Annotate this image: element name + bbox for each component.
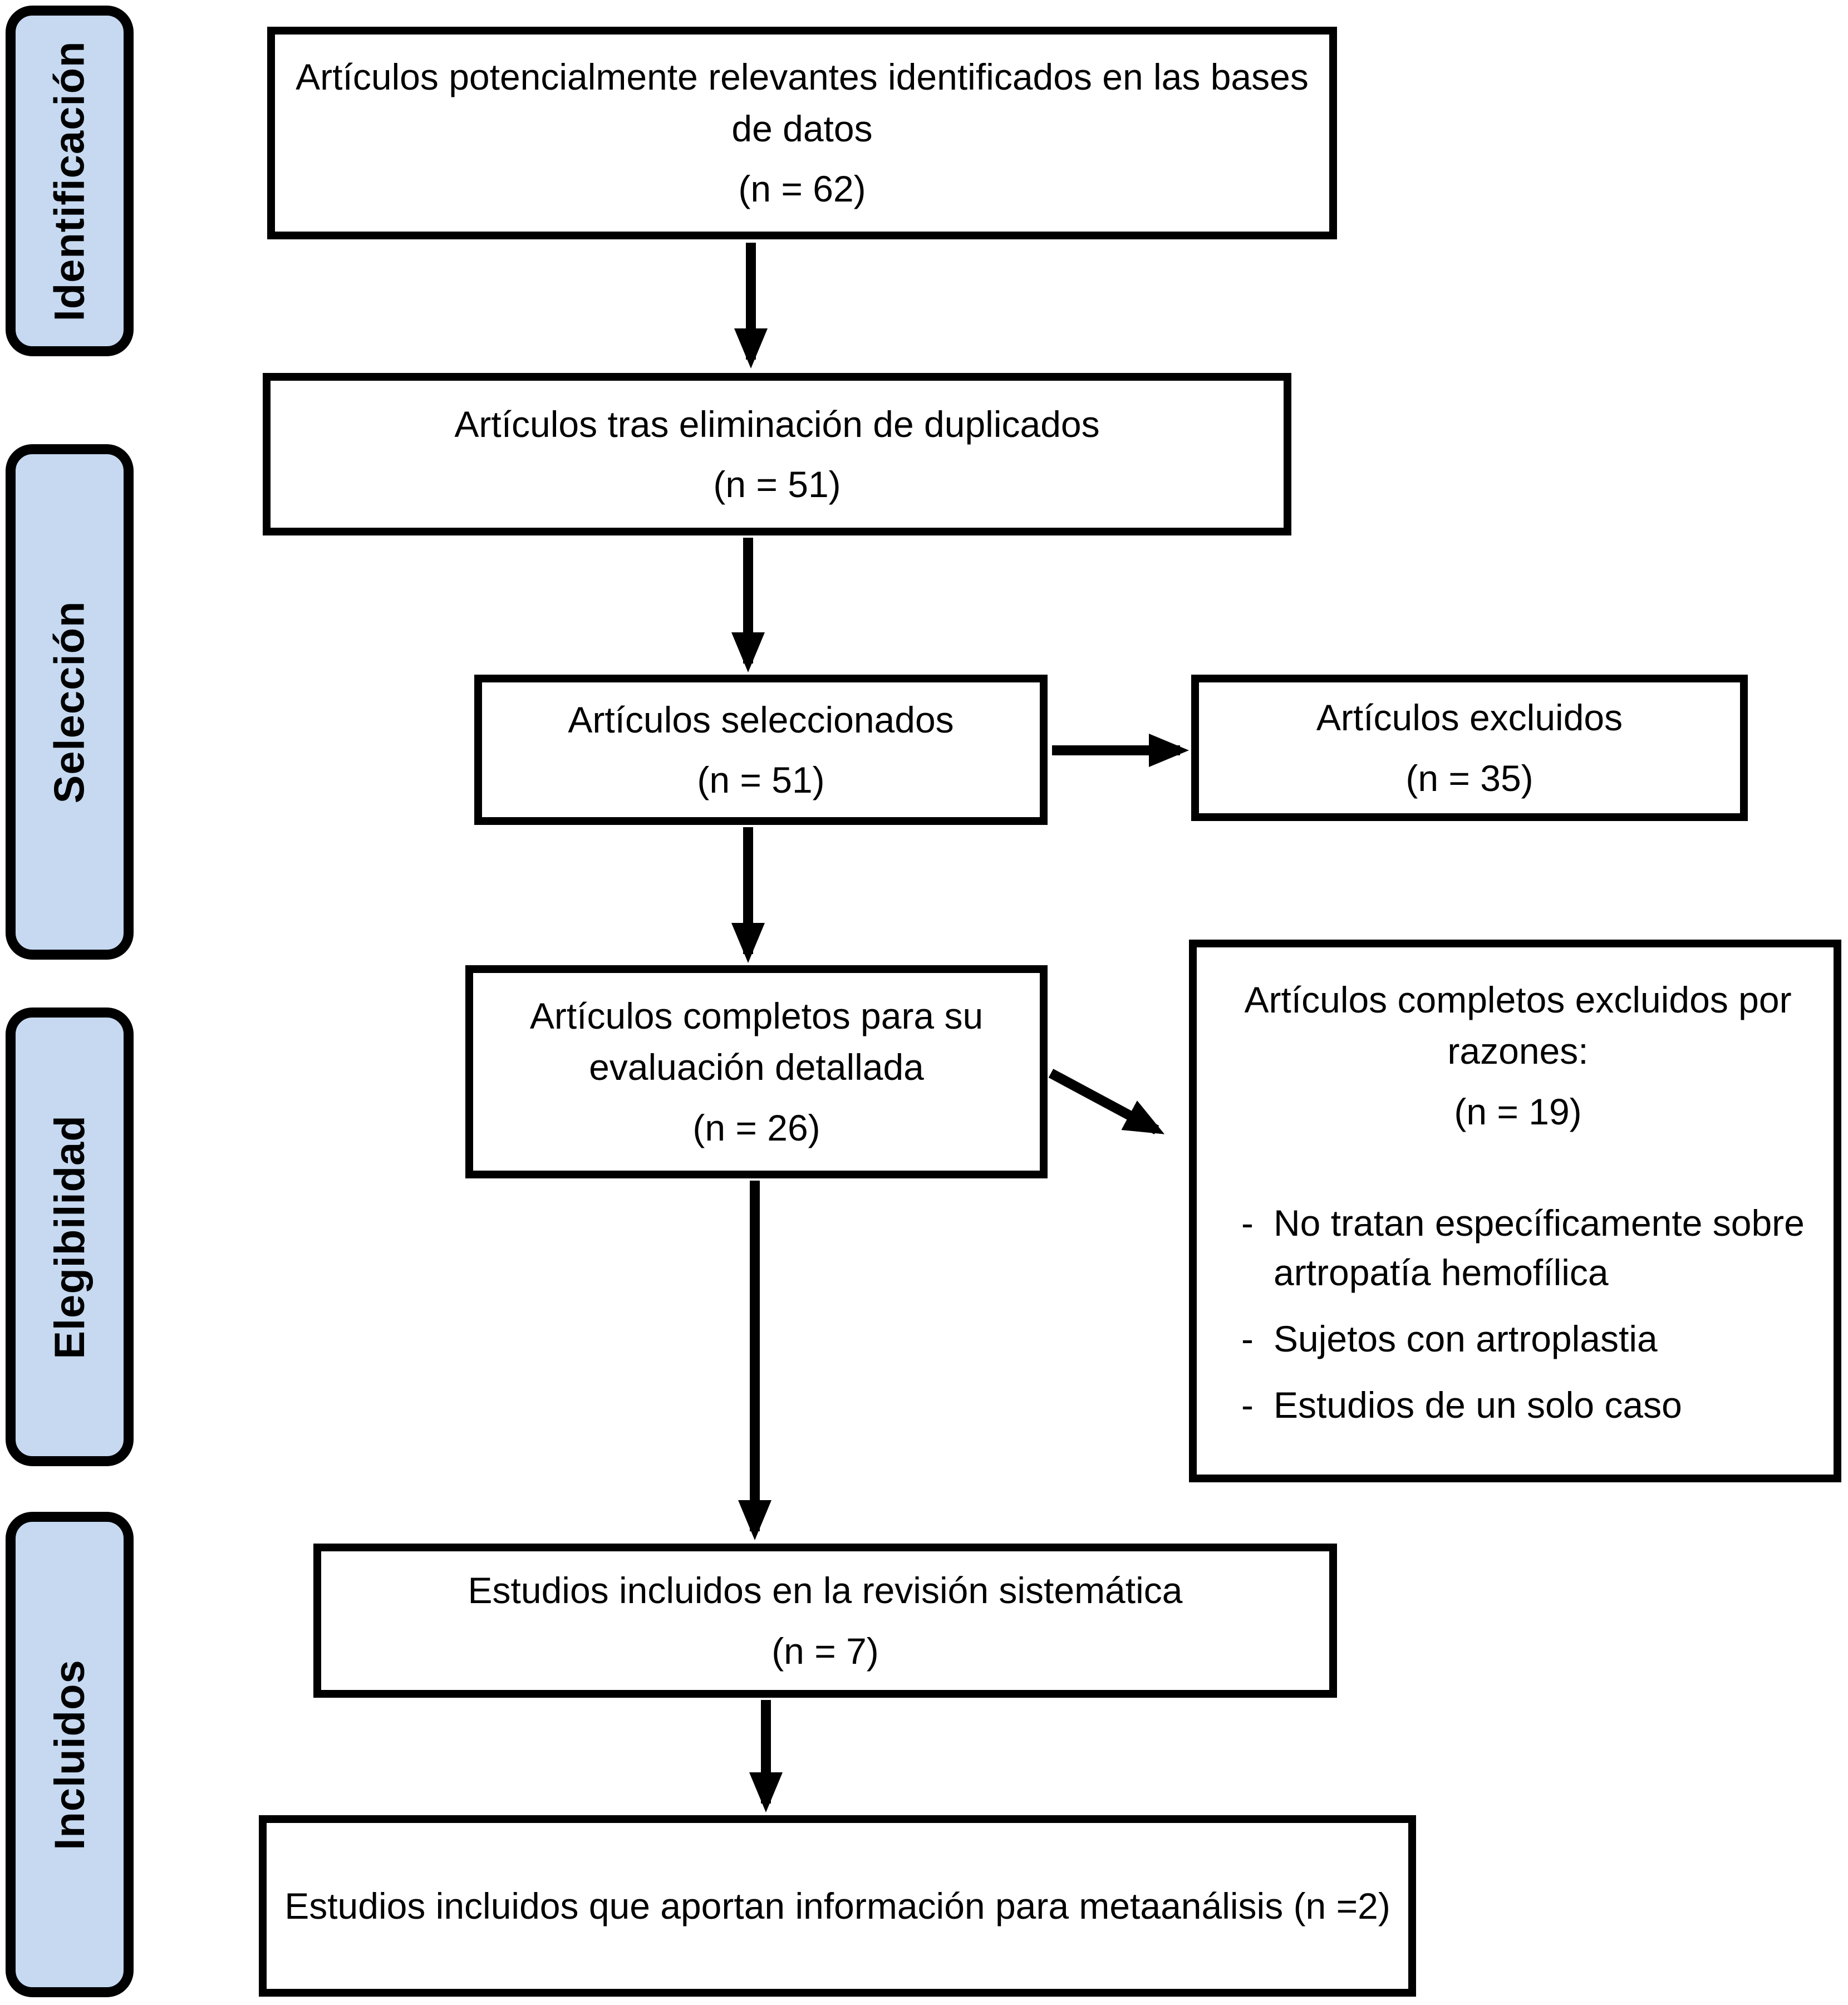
exclusion-reason-list: - No tratan específicamente sobre artrop…: [1219, 1198, 1817, 1447]
box-excluded: Artículos excluidos (n = 35): [1191, 675, 1748, 821]
exclusion-reason-text: Sujetos con artroplastia: [1274, 1318, 1658, 1360]
box-included-review: Estudios incluidos en la revisión sistem…: [313, 1544, 1337, 1698]
stage-screening-label: Selección: [46, 601, 94, 803]
box-included-review-text: Estudios incluidos en la revisión sistem…: [468, 1570, 1183, 1611]
box-fulltext-excluded-count: (n = 19): [1454, 1090, 1582, 1132]
exclusion-reason-text: Estudios de un solo caso: [1274, 1384, 1682, 1426]
box-identified-count: (n = 62): [738, 168, 866, 210]
box-included-review-count: (n = 7): [771, 1630, 879, 1672]
bullet-dash: -: [1241, 1318, 1254, 1360]
exclusion-reason-item: - Estudios de un solo caso: [1241, 1380, 1811, 1430]
box-fulltext-excluded: Artículos completos excluidos por razone…: [1189, 940, 1841, 1482]
box-deduplicated-count: (n = 51): [713, 464, 841, 505]
box-included-meta: Estudios incluidos que aportan informaci…: [259, 1815, 1416, 1997]
box-identified-text: Artículos potencialmente relevantes iden…: [296, 56, 1309, 149]
box-excluded-count: (n = 35): [1405, 757, 1534, 799]
bullet-dash: -: [1241, 1202, 1254, 1244]
stage-identification-label: Identificación: [46, 41, 94, 321]
box-fulltext-excluded-header: Artículos completos excluidos por razone…: [1219, 974, 1817, 1137]
stage-identification: Identificación: [6, 6, 134, 356]
box-fulltext-text: Artículos completos para su evaluación d…: [529, 995, 984, 1088]
box-selected: Artículos seleccionados (n = 51): [474, 675, 1048, 825]
stage-eligibility-label: Elegibilidad: [46, 1114, 94, 1359]
box-selected-count: (n = 51): [697, 759, 825, 800]
stage-eligibility: Elegibilidad: [6, 1008, 134, 1466]
exclusion-reason-item: - Sujetos con artroplastia: [1241, 1314, 1811, 1364]
stage-screening: Selección: [6, 444, 134, 960]
box-included-meta-text: Estudios incluidos que aportan informaci…: [284, 1885, 1390, 1927]
box-identified: Artículos potencialmente relevantes iden…: [267, 27, 1337, 239]
exclusion-reason-item: - No tratan específicamente sobre artrop…: [1241, 1198, 1811, 1298]
arrow-fulltext-to-reasons: [1048, 1069, 1165, 1134]
box-fulltext-excluded-title: Artículos completos excluidos por razone…: [1244, 979, 1792, 1072]
box-fulltext: Artículos completos para su evaluación d…: [465, 965, 1048, 1178]
stage-included: Incluidos: [6, 1512, 134, 1997]
stage-included-label: Incluidos: [46, 1659, 94, 1850]
bullet-dash: -: [1241, 1384, 1254, 1426]
box-deduplicated-text: Artículos tras eliminación de duplicados: [454, 403, 1100, 445]
exclusion-reason-text: No tratan específicamente sobre artropat…: [1274, 1202, 1805, 1294]
box-excluded-text: Artículos excluidos: [1316, 697, 1623, 739]
box-included-meta-count: (n =2): [1293, 1885, 1390, 1927]
box-selected-text: Artículos seleccionados: [568, 699, 954, 740]
box-deduplicated: Artículos tras eliminación de duplicados…: [263, 373, 1291, 535]
box-fulltext-count: (n = 26): [692, 1107, 820, 1148]
